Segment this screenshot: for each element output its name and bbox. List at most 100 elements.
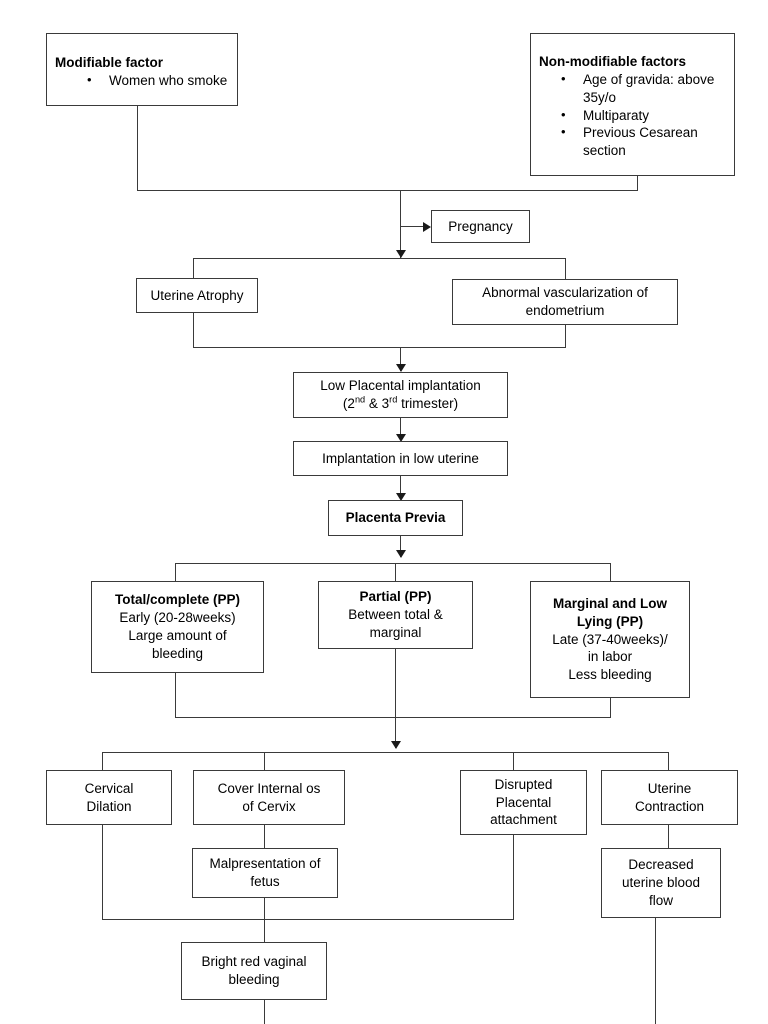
node-partial-pp[interactable]: Partial (PP) Between total & marginal (318, 581, 473, 649)
connector-effect-disrupted-drop (513, 752, 514, 771)
partial-pp-line-2: marginal (369, 624, 422, 640)
connector-non-modifiable-down (637, 176, 638, 191)
node-placenta-previa[interactable]: Placenta Previa (328, 500, 463, 536)
node-pregnancy[interactable]: Pregnancy (431, 210, 530, 243)
node-malpresentation-of-fetus[interactable]: Malpresentation of fetus (192, 848, 338, 898)
placenta-previa-label: Placenta Previa (345, 510, 446, 526)
node-implantation-low-uterine[interactable]: Implantation in low uterine (293, 441, 508, 476)
cover-internal-os-line-1: Cover Internal os (217, 780, 321, 796)
node-low-placental-implantation[interactable]: Low Placental implantation (2nd & 3rd tr… (293, 372, 508, 418)
connector-merge-to-low-placental (400, 347, 401, 371)
arrow-pp-to-effects (391, 741, 401, 749)
modifiable-factor-header: Modifiable factor (55, 54, 164, 70)
node-abnormal-vascularization[interactable]: Abnormal vascularization of endometrium (452, 279, 678, 325)
cervical-dilation-line-1: Cervical (84, 780, 134, 796)
connector-pp-bus (175, 563, 610, 564)
node-marginal-low-lying-pp[interactable]: Marginal and Low Lying (PP) Late (37-40w… (530, 581, 690, 698)
marginal-pp-line-1: Late (37-40weeks)/ (552, 631, 668, 647)
connector-previa-down (400, 536, 401, 557)
disrupted-line-3: attachment (490, 812, 557, 828)
total-pp-line-1: Early (20-28weeks) (119, 610, 236, 626)
node-total-complete-pp[interactable]: Total/complete (PP) Early (20-28weeks) L… (91, 581, 264, 673)
connector-disrupted-down (513, 835, 514, 920)
pregnancy-label: Pregnancy (448, 218, 513, 234)
connector-split-bus-top (193, 258, 565, 259)
connector-risk-bus (137, 190, 638, 191)
connector-pp-total-drop (175, 563, 176, 582)
bright-red-bleeding-line-1: Bright red vaginal (201, 954, 307, 970)
connector-bleeding-merge-bus (102, 919, 514, 920)
decreased-flow-line-1: Decreased (628, 857, 694, 873)
partial-pp-title: Partial (PP) (359, 589, 432, 605)
marginal-pp-line-2: in labor (587, 649, 633, 665)
connector-marginal-pp-down (610, 698, 611, 718)
node-disrupted-placental-attachment[interactable]: Disrupted Placental attachment (460, 770, 587, 835)
arrow-to-pregnancy (423, 222, 431, 232)
malpresentation-line-2: fetus (250, 874, 280, 889)
modifiable-factor-list: Women who smoke (47, 71, 237, 90)
connector-pp-partial-drop (395, 563, 396, 582)
connector-merge-bus-bottom (193, 347, 565, 348)
uterine-contraction-line-1: Uterine (647, 780, 692, 796)
connector-decreased-flow-down-offpage (655, 918, 656, 1024)
low-placental-line1: Low Placental implantation (320, 378, 481, 394)
list-item: Age of gravida: above 35y/o (561, 70, 734, 107)
node-uterine-contraction[interactable]: Uterine Contraction (601, 770, 738, 825)
abnormal-vascularization-line1: Abnormal vascularization of (482, 285, 648, 301)
connector-bleeding-down-offpage (264, 1000, 265, 1024)
decreased-flow-line-3: flow (648, 892, 673, 908)
non-modifiable-factors-header: Non-modifiable factors (539, 54, 687, 70)
low-placental-line2: (2nd & 3rd trimester) (342, 394, 459, 411)
total-pp-line-2: Large amount of (128, 628, 227, 643)
arrow-trunk-to-split (396, 250, 406, 258)
connector-partial-pp-down (395, 649, 396, 748)
node-non-modifiable-factors[interactable]: Non-modifiable factors Age of gravida: a… (530, 33, 735, 176)
uterine-contraction-line-2: Contraction (634, 798, 705, 814)
connector-contraction-to-decreased-flow (668, 825, 669, 848)
disrupted-line-2: Placental (495, 794, 552, 810)
connector-cover-to-malpresentation (264, 825, 265, 848)
node-cervical-dilation[interactable]: Cervical Dilation (46, 770, 172, 825)
marginal-pp-line-3: Less bleeding (568, 667, 652, 683)
node-decreased-uterine-blood-flow[interactable]: Decreased uterine blood flow (601, 848, 721, 918)
connector-pp-marginal-drop (610, 563, 611, 582)
arrow-previa-down (396, 550, 406, 558)
connector-pp-merge-bus (175, 717, 611, 718)
list-item: Women who smoke (87, 71, 237, 90)
connector-malpresentation-down (264, 898, 265, 942)
partial-pp-line-1: Between total & (348, 607, 443, 623)
list-item: Previous Cesarean section (561, 123, 734, 160)
node-uterine-atrophy[interactable]: Uterine Atrophy (136, 278, 258, 313)
implantation-low-label: Implantation in low uterine (322, 450, 479, 466)
connector-low-placental-to-implantation (400, 418, 401, 440)
marginal-pp-title-line1: Marginal and Low (552, 595, 667, 611)
connector-effect-cover-drop (264, 752, 265, 771)
connector-to-pregnancy (400, 226, 424, 227)
node-modifiable-factor[interactable]: Modifiable factor Women who smoke (46, 33, 238, 106)
uterine-atrophy-label: Uterine Atrophy (150, 287, 244, 303)
marginal-pp-title-line2: Lying (PP) (576, 613, 644, 629)
non-modifiable-factors-list: Age of gravida: above 35y/o Multiparaty … (531, 70, 734, 160)
malpresentation-line-1: Malpresentation of (209, 856, 321, 872)
arrow-merge-to-low-placental (396, 364, 406, 372)
abnormal-vascularization-line2: endometrium (525, 303, 605, 318)
list-item: Multiparaty (561, 106, 734, 125)
connector-modifiable-down (137, 106, 138, 191)
connector-effects-bus (102, 752, 668, 753)
connector-effect-contraction-drop (668, 752, 669, 771)
cervical-dilation-line-2: Dilation (86, 798, 132, 814)
total-pp-line-3: bleeding (151, 645, 204, 661)
decreased-flow-line-2: uterine blood (621, 875, 701, 891)
connector-total-pp-down (175, 673, 176, 718)
connector-trunk-to-split (400, 190, 401, 258)
node-bright-red-vaginal-bleeding[interactable]: Bright red vaginal bleeding (181, 942, 327, 1000)
cover-internal-os-line-2: of Cervix (242, 798, 296, 814)
disrupted-line-1: Disrupted (494, 776, 553, 792)
bright-red-bleeding-line-2: bleeding (228, 972, 280, 987)
connector-effect-cervical-drop (102, 752, 103, 771)
arrow-implantation-to-previa (396, 493, 406, 501)
connector-implantation-to-previa (400, 476, 401, 499)
node-cover-internal-os[interactable]: Cover Internal os of Cervix (193, 770, 345, 825)
total-pp-title: Total/complete (PP) (114, 592, 240, 608)
